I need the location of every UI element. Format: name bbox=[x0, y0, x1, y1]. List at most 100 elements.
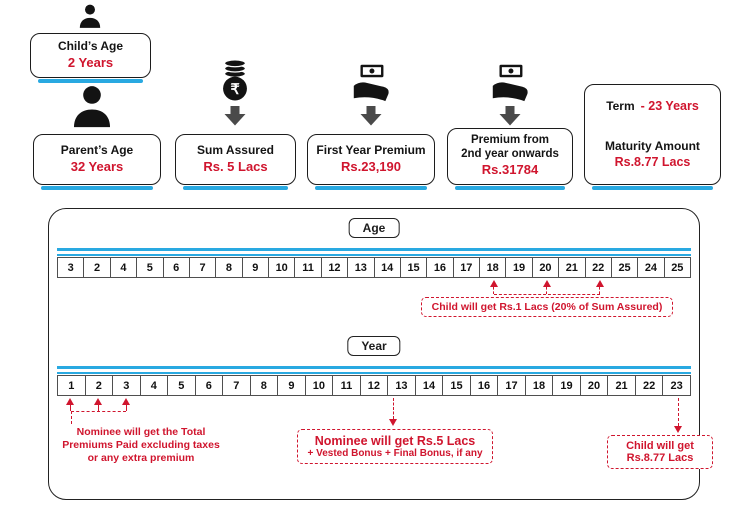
age-cell: 5 bbox=[137, 257, 164, 278]
maturity-note-line1: Child will get bbox=[626, 440, 694, 452]
year-cell: 18 bbox=[525, 375, 554, 396]
year-cell: 20 bbox=[580, 375, 609, 396]
dashed-up-arrowhead bbox=[543, 280, 551, 287]
year-cell: 19 bbox=[553, 375, 581, 396]
term-label: Term bbox=[606, 99, 635, 113]
parent-person-icon bbox=[69, 85, 115, 131]
year-cell: 2 bbox=[85, 375, 114, 396]
premium-2nd-year-label-2: 2nd year onwards bbox=[461, 147, 559, 160]
term-maturity-box: Term - 23 Years Maturity Amount Rs.8.77 … bbox=[584, 84, 721, 190]
year-cell: 6 bbox=[195, 375, 224, 396]
age-cell: 17 bbox=[453, 257, 480, 278]
age-cell: 14 bbox=[374, 257, 401, 278]
first-year-premium-label: First Year Premium bbox=[316, 143, 426, 158]
age-cell: 12 bbox=[321, 257, 349, 278]
child-person-icon bbox=[77, 4, 103, 30]
age-cell: 7 bbox=[189, 257, 217, 278]
dashed-up-arrowhead bbox=[490, 280, 498, 287]
rupee-coins-icon: ₹ bbox=[214, 57, 256, 103]
premium-return-note: Nominee will get the Total Premiums Paid… bbox=[62, 426, 220, 465]
dashed-drop bbox=[71, 411, 72, 424]
age-cell: 6 bbox=[163, 257, 190, 278]
age-cell: 22 bbox=[585, 257, 612, 278]
death-benefit-note: Nominee will get Rs.5 Lacs + Vested Bonu… bbox=[297, 429, 493, 464]
year-cell: 1 bbox=[57, 375, 86, 396]
dashed-down-arrowhead bbox=[389, 419, 397, 426]
dashed-up-arrowhead bbox=[122, 398, 130, 405]
year-cell: 9 bbox=[278, 375, 306, 396]
year-cell: 3 bbox=[113, 375, 141, 396]
year-cell: 17 bbox=[498, 375, 526, 396]
year-cell: 13 bbox=[388, 375, 416, 396]
dashed-stem bbox=[393, 398, 394, 419]
sum-assured-box: Sum Assured Rs. 5 Lacs bbox=[175, 134, 296, 190]
age-track bbox=[57, 248, 691, 256]
age-cell: 3 bbox=[57, 257, 85, 278]
sum-assured-value: Rs. 5 Lacs bbox=[203, 159, 268, 175]
year-cell: 15 bbox=[443, 375, 471, 396]
year-cell: 21 bbox=[608, 375, 636, 396]
age-cell: 10 bbox=[269, 257, 296, 278]
money-in-hand-icon bbox=[349, 62, 393, 102]
child-age-box: Child’s Age 2 Years bbox=[30, 33, 151, 83]
age-cell: 16 bbox=[427, 257, 454, 278]
premium-2nd-year-value: Rs.31784 bbox=[481, 162, 539, 178]
age-cell: 13 bbox=[348, 257, 375, 278]
dashed-stem bbox=[599, 287, 600, 294]
svg-text:₹: ₹ bbox=[230, 82, 239, 98]
maturity-value: Rs.8.77 Lacs bbox=[614, 155, 691, 170]
year-cell: 7 bbox=[223, 375, 251, 396]
year-cell: 11 bbox=[333, 375, 361, 396]
year-cell: 16 bbox=[470, 375, 499, 396]
child-age-value: 2 Years bbox=[67, 55, 114, 71]
dashed-connector bbox=[71, 411, 126, 412]
maturity-group: Maturity Amount Rs.8.77 Lacs bbox=[605, 139, 700, 171]
year-cell: 12 bbox=[360, 375, 389, 396]
age-cell: 8 bbox=[216, 257, 243, 278]
premium-2nd-year-box: Premium from 2nd year onwards Rs.31784 bbox=[447, 128, 573, 190]
age-cell: 19 bbox=[506, 257, 533, 278]
age-cell: 21 bbox=[559, 257, 586, 278]
year-cell: 5 bbox=[168, 375, 196, 396]
age-cell: 20 bbox=[532, 257, 560, 278]
down-arrow-icon bbox=[499, 106, 521, 126]
age-cell: 25 bbox=[664, 257, 691, 278]
child-age-label: Child’s Age bbox=[57, 39, 124, 54]
year-cell: 4 bbox=[140, 375, 169, 396]
year-cell: 14 bbox=[415, 375, 444, 396]
age-axis-title: Age bbox=[348, 218, 400, 238]
death-benefit-line2: + Vested Bonus + Final Bonus, if any bbox=[307, 448, 483, 459]
dashed-up-arrowhead bbox=[66, 398, 74, 405]
year-track bbox=[57, 366, 691, 374]
parent-age-box: Parent’s Age 32 Years bbox=[33, 134, 161, 190]
down-arrow-icon bbox=[360, 106, 382, 126]
dashed-stem bbox=[493, 287, 494, 294]
age-cell: 25 bbox=[611, 257, 639, 278]
dashed-up-arrowhead bbox=[94, 398, 102, 405]
year-axis-title: Year bbox=[347, 336, 401, 356]
dashed-stem bbox=[70, 405, 71, 411]
dashed-connector bbox=[494, 294, 600, 295]
term-value: - 23 Years bbox=[640, 99, 699, 113]
parent-age-label: Parent’s Age bbox=[60, 143, 134, 158]
first-year-premium-box: First Year Premium Rs.23,190 bbox=[307, 134, 435, 190]
sum-assured-label: Sum Assured bbox=[197, 143, 274, 158]
dashed-up-arrowhead bbox=[596, 280, 604, 287]
maturity-note: Child will get Rs.8.77 Lacs bbox=[607, 435, 713, 469]
age-cell: 18 bbox=[480, 257, 507, 278]
age-cell: 2 bbox=[84, 257, 111, 278]
death-benefit-line1: Nominee will get Rs.5 Lacs bbox=[314, 434, 476, 448]
first-year-premium-value: Rs.23,190 bbox=[341, 159, 401, 175]
parent-age-value: 32 Years bbox=[70, 159, 124, 175]
maturity-label: Maturity Amount bbox=[605, 139, 700, 154]
year-cell: 8 bbox=[250, 375, 279, 396]
dashed-stem bbox=[126, 405, 127, 411]
dashed-stem bbox=[678, 398, 679, 426]
down-arrow-icon bbox=[224, 106, 246, 126]
dashed-stem bbox=[546, 287, 547, 294]
age-cell: 4 bbox=[110, 257, 138, 278]
